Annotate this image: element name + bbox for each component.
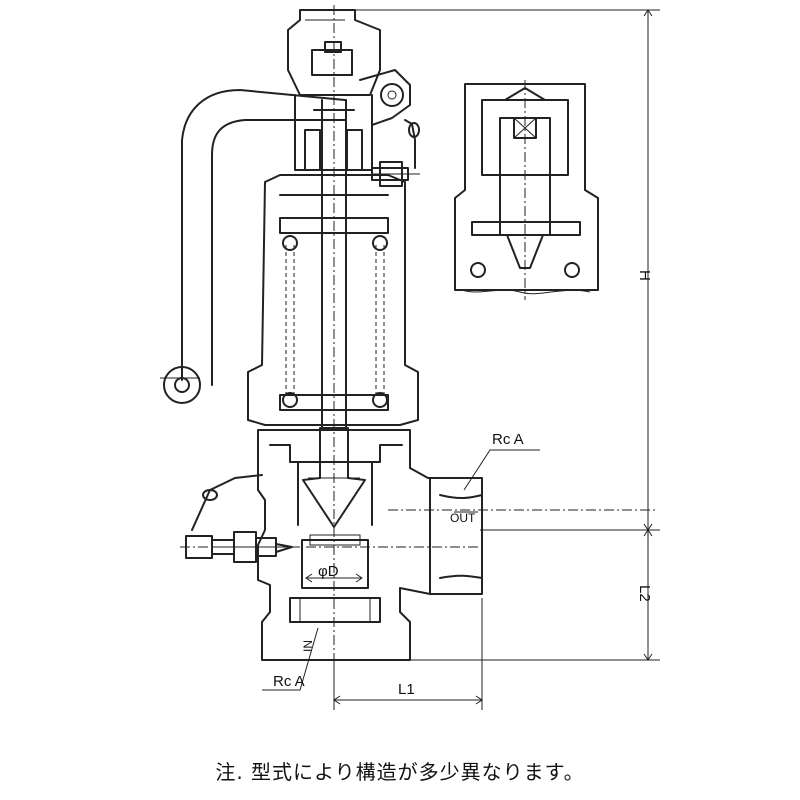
inlet-label: IN: [301, 640, 315, 652]
nozzle: [289, 534, 381, 623]
valve-body: [257, 429, 483, 661]
outlet-thread-label: Rc A: [492, 431, 524, 448]
bonnet-cap: [287, 9, 381, 96]
inlet-thread-label: Rc A: [273, 673, 305, 690]
l1-label: L1: [398, 681, 415, 698]
centerlines: [180, 5, 655, 708]
spring-housing: [247, 174, 419, 426]
height-label: H: [636, 270, 653, 281]
test-lever: [160, 89, 346, 404]
l2-label: L2: [636, 585, 653, 602]
structure-note: 注. 型式により構造が多少異なります。: [215, 760, 585, 784]
outlet-label: OUT: [450, 511, 476, 525]
lever-pivot: [359, 69, 420, 169]
lock-screw: [185, 474, 300, 563]
detail-view: [454, 80, 599, 300]
dimensions: [262, 9, 660, 710]
spindle-housing: [294, 94, 420, 187]
seat-diameter-label: φD: [318, 563, 339, 580]
